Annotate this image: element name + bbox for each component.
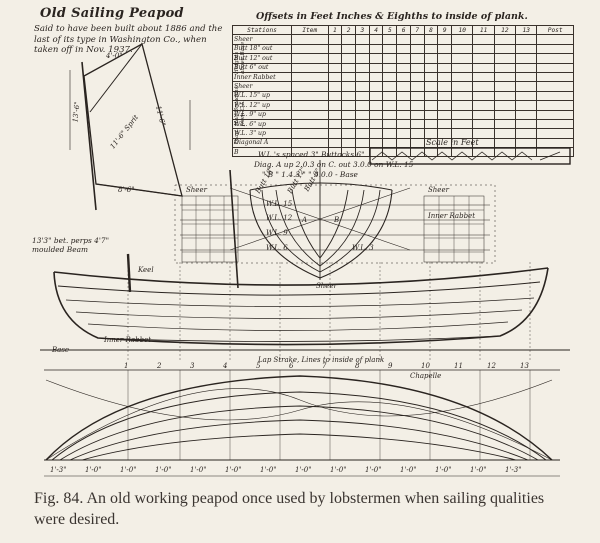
half-breadth-plan [44, 369, 560, 477]
station-spacing: 1'-0" [400, 466, 417, 474]
diag-a-mark: A [302, 216, 308, 224]
station-number: 9 [388, 362, 393, 370]
end-grids [181, 195, 485, 263]
station-number: 6 [289, 362, 294, 370]
diag-b-mark: B [334, 216, 340, 224]
wl3-label: W.L. 3 [352, 244, 374, 252]
station-number: 3 [190, 362, 195, 370]
inner-rabbet-label: Inner Rabbet [428, 212, 476, 220]
station-number: 4 [223, 362, 228, 370]
station-spacing: 1'-0" [470, 466, 487, 474]
foot-dimension: 8'-6" [118, 186, 135, 194]
diag-a-note: Diag. A up 2.0.3 on C. out 3.0.0 on W.L.… [254, 160, 414, 169]
station-number: 8 [355, 362, 360, 370]
station-number: 5 [256, 362, 261, 370]
scale-label: Scale in Feet [426, 138, 479, 147]
station-spacing: 1'-0" [155, 466, 172, 474]
station-spacing: 1'-0" [365, 466, 382, 474]
offsets-row: Butt 12" out [232, 53, 574, 64]
head-dimension: 4'-0" [106, 52, 123, 60]
station-spacing: 1'-0" [295, 466, 312, 474]
station-number: 1 [124, 362, 129, 370]
station-number: 2 [157, 362, 162, 370]
offsets-cell [291, 147, 329, 158]
offsets-row-label: B [232, 147, 292, 158]
station-spacing: 1'-0" [85, 466, 102, 474]
station-number: 10 [421, 362, 430, 370]
sheer-label-right: Sheer [428, 186, 449, 194]
beam-note: 13'3" bet. perps 4'7" moulded Beam [32, 236, 110, 254]
station-number: 12 [487, 362, 496, 370]
station-spacing: 1'-0" [190, 466, 207, 474]
offsets-title: Offsets in Feet Inches & Eighths to insi… [256, 11, 528, 22]
station-spacing: 1'-3" [505, 466, 522, 474]
station-spacing: 1'-0" [435, 466, 452, 474]
sheer-label-profile: Sheer [316, 282, 337, 290]
station-number: 11 [454, 362, 463, 370]
body-plan [174, 160, 496, 280]
spacing-note: W.L.'s spaced 3" Buttocks 6" [258, 150, 365, 159]
wl9-label: W.L. 9 [266, 229, 288, 237]
scale-bar [369, 147, 571, 165]
wl12-label: W.L. 12 [266, 214, 293, 222]
station-spacing: 1'-3" [50, 466, 67, 474]
offsets-table: Stations Item 1 2 3 4 5 6 7 8 9 10 11 12… [232, 24, 574, 158]
lap-strake-label: Lap Strake, Lines to inside of plank [258, 356, 385, 364]
sheer-label-left: Sheer [186, 186, 207, 194]
figure-caption: Fig. 84. An old working peapod once used… [34, 490, 545, 528]
chapelle-label: Chapelle [410, 372, 442, 380]
station-number: 13 [520, 362, 529, 370]
station-spacing: 1'-0" [330, 466, 347, 474]
offsets-row: W.L. 12" up [232, 100, 574, 111]
offsets-row: W.L. 3" up [232, 128, 574, 139]
drawing-title: Old Sailing Peapod [40, 6, 184, 21]
offsets-row: Butt 18" out [232, 43, 574, 55]
station-spacing: 1'-0" [260, 466, 277, 474]
diag-b-note: " B " 1.4.3 " " 3.0.0 - Base [262, 170, 358, 179]
station-number: 7 [322, 362, 327, 370]
inner-rabbet-label-profile: Inner Rabbet [104, 336, 152, 344]
station-spacing: 1'-0" [225, 466, 242, 474]
wl15-label: W.L. 15 [266, 200, 293, 208]
drawing-subtitle: Said to have been built about 1886 and t… [34, 24, 223, 55]
base-label: Base [52, 346, 70, 354]
wl6-label: W.L. 6 [266, 244, 288, 252]
offsets-header-row: Stations Item 1 2 3 4 5 6 7 8 9 10 11 12… [232, 24, 574, 36]
profile-view [40, 169, 570, 360]
keel-label: Keel [138, 266, 154, 274]
station-spacing: 1'-0" [120, 466, 137, 474]
